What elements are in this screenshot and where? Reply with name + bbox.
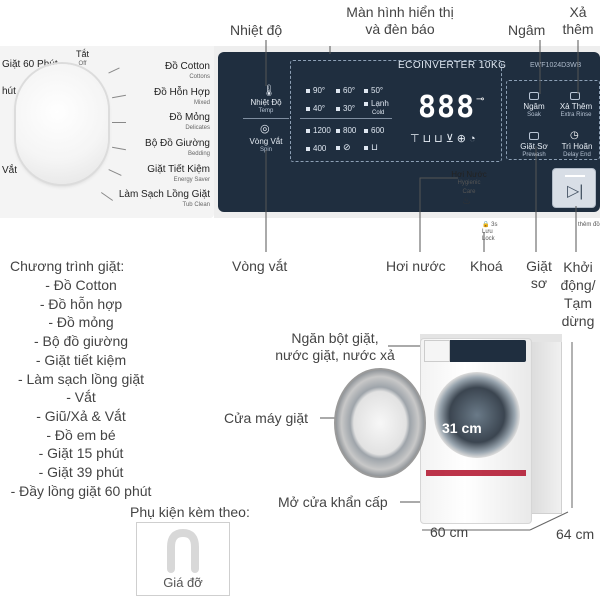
washer-door[interactable] (334, 368, 426, 478)
callout-display: Màn hình hiển thị và đèn báo (346, 4, 454, 37)
lock-hint: 🔒 3s Lưu Lock (482, 222, 498, 242)
depth-dimension-label: 64 cm (556, 526, 595, 542)
divider (243, 118, 289, 119)
play-pause-icon: ▷| (567, 183, 584, 200)
detergent-drawer[interactable] (424, 340, 450, 362)
spin-option-1200: 1200 (306, 126, 331, 135)
spin-icon: ◎ (260, 123, 270, 135)
program-list-item: - Đồ mỏng (48, 314, 114, 331)
callout-door: Cửa máy giặt (224, 410, 309, 426)
off-label: Tắt Off (76, 49, 90, 68)
extra-rinse-icon (570, 92, 580, 100)
program-dial-knob[interactable] (16, 64, 108, 184)
program-list-item: - Đầy lồng giặt 60 phút (10, 482, 152, 499)
callout-prewash: Giặt sơ (526, 258, 552, 291)
dial-left-label: Vắt (2, 165, 18, 176)
washer-accent-stripe (426, 470, 526, 476)
brand-label: ECOINVERTER 10KG (398, 60, 507, 71)
callout-detergent-drawer: Ngăn bột giặt, nước giặt, nước xả (275, 330, 395, 363)
spin-option-800: 800 (336, 126, 356, 135)
dial-left-label: hút (2, 86, 16, 97)
temp-option-30: 30° (336, 104, 355, 113)
steam-icon: ♨ (462, 196, 471, 207)
prewash-icon (529, 132, 539, 140)
program-list-item: - Vắt (66, 389, 96, 406)
soak-icon (529, 92, 539, 100)
callout-temperature: Nhiệt độ (230, 22, 283, 38)
child-lock-icon: 🔒 (482, 222, 490, 228)
accessory-box: Giá đỡ (136, 522, 230, 596)
rinse-hold-icon: ⊔ (364, 142, 378, 153)
program-list-item: - Giặt tiết kiệm (35, 351, 127, 368)
callout-extra-rinse: Xả thêm (562, 4, 594, 37)
washer-drum (434, 372, 520, 458)
steam-button[interactable]: Hơi Nước Hygienic Care (451, 170, 487, 195)
temp-option-50: 50° (364, 86, 383, 95)
model-label: EWF1024D3WB (530, 62, 582, 69)
divider (300, 118, 392, 119)
callout-soak: Ngâm (508, 22, 546, 38)
callout-start-pause: Khởi động/ Tạm dừng (560, 259, 596, 329)
status-icons: ⊤⊔⊔⊻⊕◔ (410, 133, 479, 145)
door-diameter-label: 31 cm (442, 420, 482, 436)
spin-option-400: 400 (306, 144, 326, 153)
program-list-item: - Giặt 15 phút (38, 445, 124, 462)
temp-option-40: 40° (306, 104, 325, 113)
callout-emergency-open: Mở cửa khẩn cấp (278, 494, 388, 510)
segment-display: 888 (418, 90, 476, 125)
key-lock-icon: ⊸ (476, 94, 485, 105)
program-list-item: - Bộ đồ giường (33, 333, 129, 350)
dial-tick (112, 122, 126, 123)
program-list-item: - Đồ hỗn hợp (39, 295, 123, 312)
start-indicator-bar (565, 175, 585, 177)
delay-clock-icon: ◷ (570, 130, 579, 141)
callout-lock: Khoá (470, 258, 503, 274)
program-list-item: - Làm sạch lồng giặt (17, 370, 145, 387)
stand-bracket-icon (167, 528, 199, 573)
accessory-name: Giá đỡ (163, 575, 203, 590)
dial-left-label: Giặt 60 Phút (2, 59, 58, 70)
display-indicator-frame (290, 60, 502, 162)
temp-option-90: 90° (306, 86, 325, 95)
program-list-item: - Giặt 39 phút (38, 464, 124, 481)
no-spin-icon: ⊘ (336, 142, 351, 153)
programs-list: - Đồ Cotton - Đồ hỗn hợp - Đồ mỏng - Bộ đồ … (0, 276, 162, 500)
temp-option-60: 60° (336, 86, 355, 95)
callout-steam: Hơi nước (386, 258, 446, 274)
callout-spin: Vòng vắt (232, 258, 288, 274)
programs-title: Chương trình giặt: (10, 258, 125, 274)
add-clothes-hint: thêm đồ (578, 222, 600, 228)
program-list-item: - Đồ em bé (46, 426, 116, 443)
thermometer-icon: 🌡 (262, 85, 276, 97)
accessory-title: Phụ kiện kèm theo: (130, 504, 250, 520)
spin-option-600: 600 (364, 126, 384, 135)
width-dimension-label: 60 cm (430, 524, 469, 540)
program-list-item: - Giũ/Xả & Vắt (36, 407, 126, 424)
start-pause-button[interactable]: ▷| (552, 168, 596, 208)
program-list-item: - Đồ Cotton (45, 277, 117, 293)
washer-side (530, 336, 562, 514)
